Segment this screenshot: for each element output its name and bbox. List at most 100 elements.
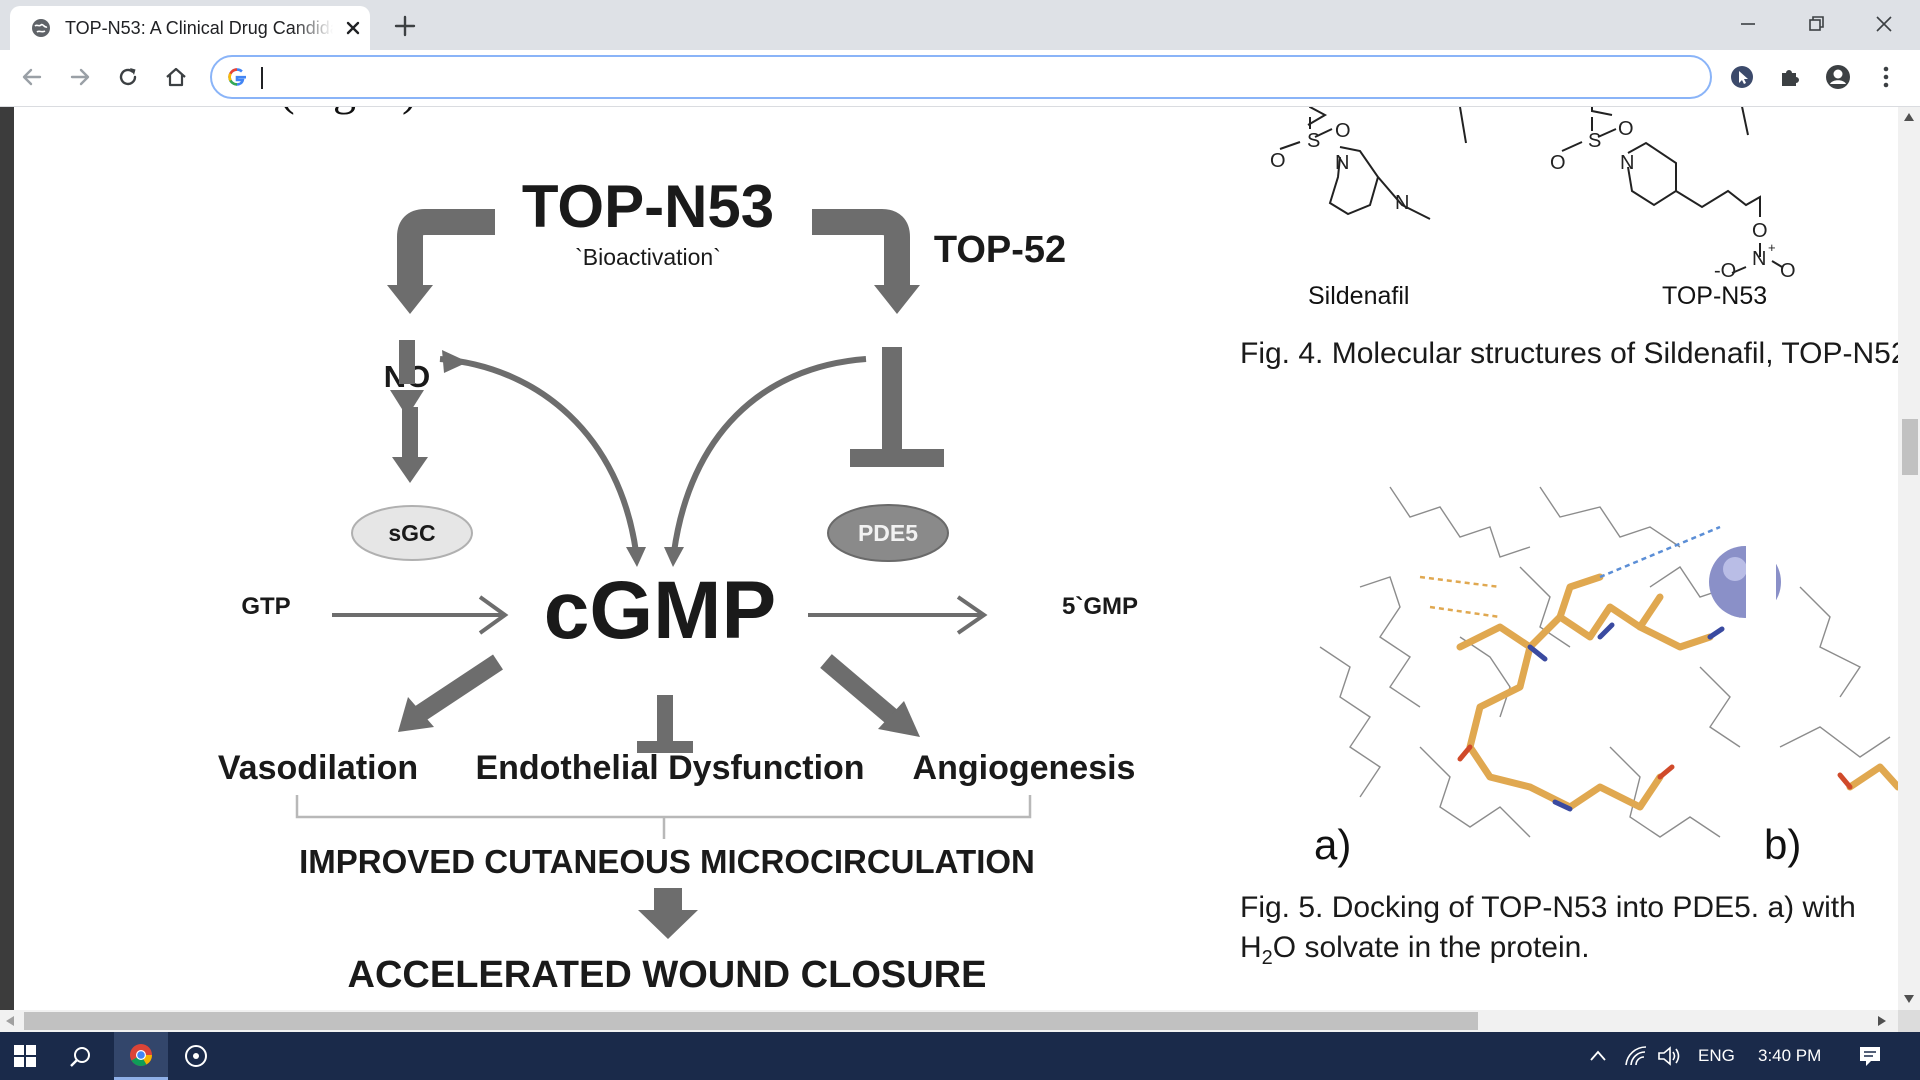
no-down-arrow-shaft (399, 340, 415, 384)
media-app-icon[interactable] (184, 1044, 208, 1068)
scroll-down-arrow-icon[interactable] (1904, 995, 1914, 1003)
windows-start-icon[interactable] (14, 1045, 36, 1067)
page-content: above (Fig. 2). TOP-N53 `Bioactivation` … (0, 107, 1898, 1010)
vertical-scroll-thumb[interactable] (1902, 419, 1918, 475)
topn53-s-atom: S (1588, 130, 1601, 152)
globe-icon (32, 19, 50, 37)
endothelial-label: Endothelial Dysfunction (475, 749, 864, 787)
nitro-n-atom: N (1752, 248, 1766, 270)
vertical-scrollbar[interactable] (1898, 107, 1920, 1010)
diagram-title: TOP-N53 (522, 173, 774, 240)
angiogenesis-arrowhead (878, 701, 920, 737)
final-arrowhead (638, 910, 698, 939)
notifications-icon[interactable] (1858, 1044, 1882, 1068)
scroll-up-arrow-icon[interactable] (1904, 113, 1914, 121)
angiogenesis-label: Angiogenesis (913, 749, 1136, 787)
nitro-plus-charge: + (1768, 240, 1776, 255)
top52-curve-arrowhead (664, 547, 684, 567)
left-curved-arrowhead (387, 285, 433, 314)
zinc-ion-highlight (1723, 557, 1747, 581)
taskbar-chrome-button[interactable] (114, 1032, 168, 1080)
browser-tab[interactable]: TOP-N53: A Clinical Drug Candidate for t… (10, 6, 370, 50)
fig4-caption: Fig. 4. Molecular structures of Sildenaf… (1240, 337, 1898, 370)
close-icon[interactable] (342, 17, 364, 39)
panel-separator (1746, 527, 1776, 657)
restore-icon[interactable] (1802, 10, 1830, 38)
endothelial-inhibit-vertical (657, 695, 673, 745)
tab-strip: TOP-N53: A Clinical Drug Candidate for t… (0, 0, 1920, 50)
horizontal-scroll-thumb[interactable] (24, 1012, 1478, 1030)
ligand-sticks (1456, 573, 1898, 811)
text-caret (261, 67, 263, 89)
pde5-label: PDE5 (858, 520, 918, 546)
tab-title: TOP-N53: A Clinical Drug Candidate for t… (65, 18, 333, 38)
sildenafil-structure (1279, 107, 1467, 220)
protein-wireframe (1319, 486, 1891, 838)
previous-paragraph-fragment: above (Fig. 2). (158, 107, 429, 116)
angiogenesis-arrow-shaft (820, 654, 898, 724)
back-icon[interactable] (18, 63, 46, 91)
no-to-sgc-shaft (402, 407, 418, 459)
wifi-icon[interactable] (1624, 1045, 1648, 1067)
fig5-caption-subscript: 2 (1261, 947, 1273, 969)
sildenafil-s-atom: S (1307, 130, 1320, 152)
topn53-structure (1561, 107, 1783, 274)
new-tab-icon[interactable] (392, 13, 418, 39)
vasodilation-arrowhead (398, 697, 434, 732)
reload-icon[interactable] (114, 63, 142, 91)
horizontal-scrollbar[interactable] (0, 1010, 1898, 1032)
home-icon[interactable] (162, 63, 190, 91)
mechanism-diagram: TOP-N53 `Bioactivation` TOP-52 NO sGC PD… (218, 173, 1138, 996)
fig5-caption-line2: H2O solvate in the protein. (1240, 931, 1590, 970)
forward-icon[interactable] (66, 63, 94, 91)
chrome-icon (130, 1044, 152, 1066)
nitro-o-atom: O (1780, 260, 1796, 282)
extensions-puzzle-icon[interactable] (1776, 63, 1804, 91)
profile-avatar-icon[interactable] (1824, 63, 1852, 91)
ligand-oxygens (1457, 744, 1853, 790)
fig5-caption-line1: Fig. 5. Docking of TOP-N53 into PDE5. a)… (1240, 891, 1856, 924)
scrollbar-corner (1898, 1010, 1920, 1032)
cgmp-label: cGMP (544, 565, 776, 656)
improved-label: IMPROVED CUTANEOUS MICROCIRCULATION (299, 843, 1035, 880)
window-close-icon[interactable] (1870, 10, 1898, 38)
no-curve-arrowhead (626, 547, 646, 567)
address-bar[interactable] (210, 55, 1712, 99)
sgc-ellipse (351, 505, 473, 561)
tray-chevron-up-icon[interactable] (1588, 1048, 1608, 1064)
inhibition-bar-horizontal (850, 449, 944, 467)
page-left-border (0, 107, 14, 1010)
topn53-n-atom: N (1620, 152, 1634, 174)
endothelial-inhibit-horizontal (637, 741, 693, 753)
sildenafil-n-atom-2: N (1395, 192, 1409, 214)
vasodilation-label: Vasodilation (218, 749, 418, 787)
ligand-nitrogens (1527, 622, 1725, 812)
topn53-o-atom-2: O (1550, 152, 1566, 174)
inhibition-bar-vertical (882, 347, 902, 449)
grouping-brace (295, 795, 1032, 839)
scroll-left-arrow-icon[interactable] (6, 1016, 14, 1026)
topn53-ester-o-atom: O (1752, 220, 1768, 242)
fig5-docking-image (1319, 486, 1898, 838)
final-arrow-shaft (654, 888, 682, 910)
scroll-right-arrow-icon[interactable] (1878, 1016, 1886, 1026)
language-indicator[interactable]: ENG (1698, 1046, 1735, 1065)
cgmp-to-5gmp-arrow (808, 595, 988, 635)
search-icon[interactable] (68, 1045, 92, 1069)
cursor-extension-icon[interactable] (1728, 63, 1756, 91)
sildenafil-o-atom-1: O (1335, 120, 1351, 142)
fig5-caption-rest: O solvate in the protein. (1272, 931, 1590, 964)
menu-kebab-icon[interactable] (1872, 63, 1900, 91)
minimize-icon[interactable] (1734, 10, 1762, 38)
topn53-o-atom-1: O (1618, 118, 1634, 140)
clock[interactable]: 3:40 PM (1758, 1046, 1822, 1065)
volume-icon[interactable] (1656, 1045, 1682, 1067)
hydrogen-bonds (1419, 575, 1501, 619)
no-down-arrowhead (390, 390, 424, 417)
google-icon (228, 68, 246, 86)
vasodilation-arrow-shaft (413, 654, 503, 723)
fig5-panel-a-label: a) (1314, 821, 1352, 868)
gmp5-label: 5`GMP (1062, 593, 1138, 620)
nitro-o-minus: -O (1714, 260, 1736, 282)
pde5-ellipse (827, 504, 949, 562)
